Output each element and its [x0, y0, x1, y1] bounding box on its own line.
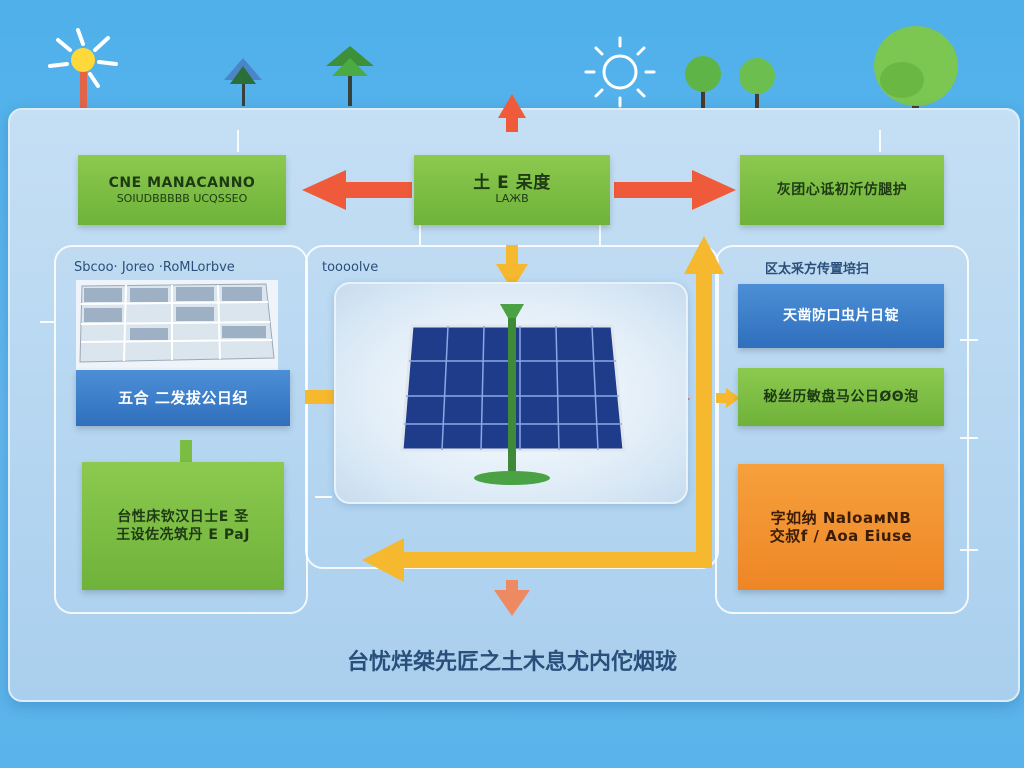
arrow-icon [496, 245, 528, 290]
left-frame [54, 245, 308, 614]
top-left-sub: SOIUDBBBBB UCQSSEO [116, 192, 248, 205]
right-blue-title: 天凿防口虫片日锭 [783, 308, 899, 324]
tree-icon [326, 46, 374, 106]
top-center-box: 土 E 呆度 LAЖB [414, 155, 610, 225]
left-green-line2: 王设佐冼筑丹 E PaJ [116, 527, 250, 543]
arrow-icon [362, 236, 724, 582]
top-right-box: 灰团心诋初沂仿腿护 [740, 155, 944, 225]
arrow-icon [302, 170, 412, 210]
top-left-box: CNE MANACANNO SOIUDBBBBB UCQSSEO [78, 155, 286, 225]
arrow-icon [494, 580, 530, 616]
solar-panel-icon [76, 280, 278, 370]
top-right-title: 灰团心诋初沂仿腿护 [776, 182, 908, 198]
arrow-icon [716, 388, 740, 408]
left-green-line1: 台性床钦汉日士E 圣 [117, 509, 249, 525]
left-section-label: Sbcoo· Joreo ·RoMLorbve [74, 260, 235, 275]
sun-icon [584, 36, 656, 108]
right-frame [715, 245, 969, 614]
right-orange-line2: 交叔f / Aoa Eiuse [769, 527, 913, 545]
right-green-box: 秘丝历敏盘马公日ØΘ泡 [738, 368, 944, 426]
arrow-icon [498, 94, 526, 132]
top-left-title: CNE MANACANNO [108, 175, 256, 191]
top-center-title: 土 E 呆度 [473, 173, 551, 193]
arrow-icon [614, 170, 736, 210]
right-green-title: 秘丝历敏盘马公日ØΘ泡 [763, 389, 919, 405]
diagram-caption: 台忧烊桀先匠之土木息尤内佗烟珑 [346, 650, 677, 675]
left-blue-title: 五合 二发拔公日纪 [118, 389, 248, 407]
tree-icon [739, 58, 775, 126]
left-green-box: 台性床钦汉日士E 圣 王设佐冼筑丹 E PaJ [82, 462, 284, 590]
top-center-sub: LAЖB [495, 192, 529, 205]
tree-icon [685, 56, 721, 126]
solar-panel-icon [400, 304, 626, 485]
tree-icon [224, 58, 262, 106]
left-blue-box: 五合 二发拔公日纪 [76, 370, 290, 426]
right-section-label: 区太釆方传置培扫 [765, 262, 870, 277]
center-section-label: toooolve [322, 260, 379, 275]
right-orange-line1: 字如纳 NaloaмNB [770, 509, 912, 527]
right-blue-box: 天凿防口虫片日锭 [738, 284, 944, 348]
right-orange-box: 字如纳 NaloaмNB 交叔f / Aoa Eiuse [738, 464, 944, 590]
sun-icon [48, 28, 118, 110]
